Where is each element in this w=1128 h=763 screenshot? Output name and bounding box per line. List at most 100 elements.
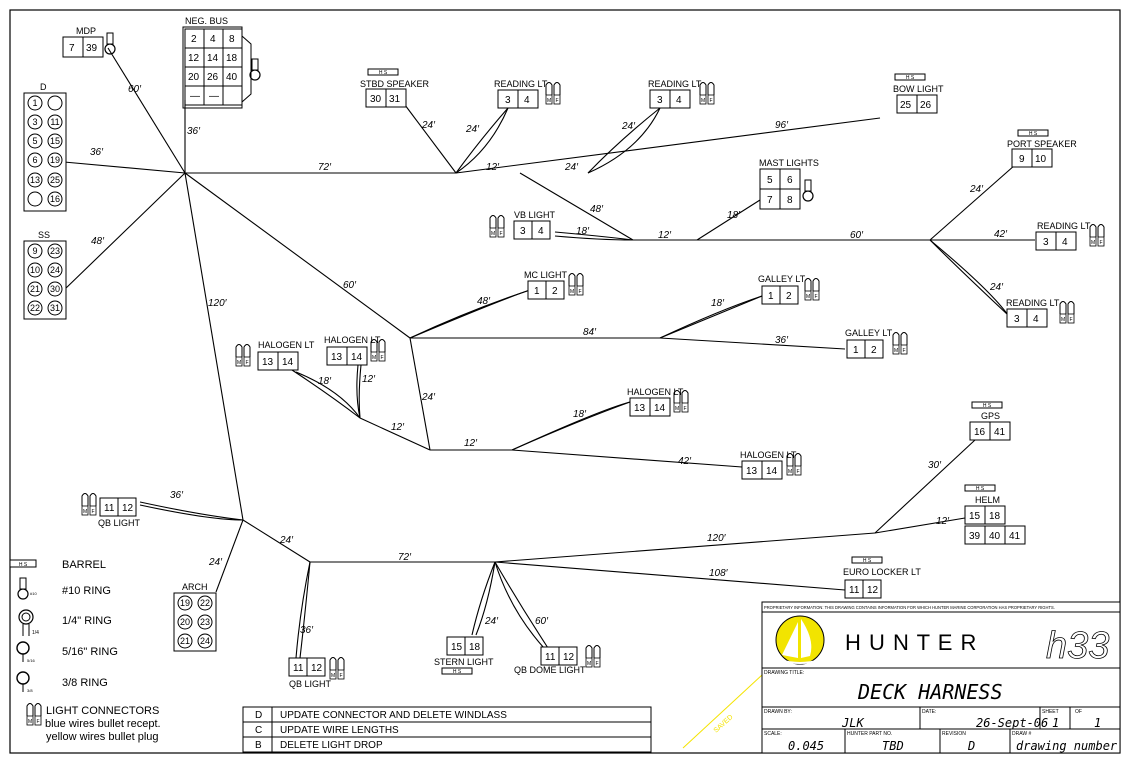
connector-qb-light-2: 11 12 QB LIGHT (288, 657, 345, 689)
svg-text:DATE:: DATE: (922, 709, 936, 715)
len-d: 36′ (90, 147, 104, 158)
ring-3-8-icon (16, 671, 30, 692)
svg-text:24: 24 (200, 636, 210, 646)
svg-text:QB DOME LIGHT: QB DOME LIGHT (514, 665, 586, 675)
svg-text:19: 19 (50, 155, 60, 165)
svg-text:30: 30 (50, 284, 60, 294)
svg-text:D: D (255, 710, 262, 721)
svg-text:BARREL: BARREL (62, 559, 106, 571)
svg-text:40: 40 (226, 72, 238, 83)
svg-text:PROPRIETARY INFORMATION: THIS: PROPRIETARY INFORMATION: THIS DRAWING CO… (764, 605, 1055, 610)
svg-text:3: 3 (657, 95, 663, 106)
svg-text:PORT SPEAKER: PORT SPEAKER (1007, 139, 1077, 149)
len-mc: 48′ (477, 296, 491, 307)
svg-text:25: 25 (50, 175, 60, 185)
connector-galley-lt-2: GALLEY LT 1 2 (845, 328, 908, 359)
svg-text:14: 14 (654, 403, 666, 414)
connector-halogen-lt-3: HALOGEN LT 13 14 (627, 387, 689, 417)
svg-text:EURO LOCKER LT: EURO LOCKER LT (843, 567, 921, 577)
svg-text:20: 20 (180, 617, 190, 627)
connector-qb-light-1: 11 12 QB LIGHT (81, 493, 141, 528)
svg-text:UPDATE CONNECTOR AND DELETE WI: UPDATE CONNECTOR AND DELETE WINDLASS (280, 710, 507, 721)
svg-text:14: 14 (207, 53, 219, 64)
svg-text:HALOGEN LT: HALOGEN LT (740, 450, 797, 460)
svg-text:1: 1 (1052, 716, 1059, 730)
connector-port-speaker: PORT SPEAKER 9 10 (1007, 129, 1077, 168)
len-vb-mast: 12′ (658, 230, 672, 241)
svg-text:16: 16 (50, 194, 60, 204)
svg-text:DRAW #: DRAW # (1012, 731, 1031, 737)
connector-galley-lt-1: GALLEY LT 1 2 (758, 274, 820, 305)
svg-text:DRAWING TITLE:: DRAWING TITLE: (764, 670, 804, 676)
len-hal-run: 12′ (464, 438, 478, 449)
svg-text:0.045: 0.045 (788, 739, 824, 753)
connector-halogen-lt-2: HALOGEN LT 13 14 (324, 335, 386, 366)
svg-text:18: 18 (226, 53, 238, 64)
connector-vb-light: VB LIGHT 3 4 (489, 210, 556, 240)
len-port-spk: 24′ (969, 184, 984, 195)
len-helm: 12′ (936, 516, 950, 527)
svg-text:24: 24 (50, 265, 60, 275)
svg-text:—: — (190, 91, 200, 102)
svg-text:22: 22 (30, 303, 40, 313)
svg-text:39: 39 (969, 531, 981, 542)
svg-text:1: 1 (1094, 716, 1101, 730)
svg-text:4: 4 (1062, 237, 1068, 248)
connector-stbd-speaker: STBD SPEAKER 30 31 (360, 68, 430, 108)
svg-text:HUNTER PART NO.: HUNTER PART NO. (847, 731, 892, 737)
svg-text:14: 14 (282, 357, 294, 368)
connector-neg-bus: NEG. BUS 2 4 8 12 14 18 20 26 40 — — (182, 16, 261, 109)
len-vb: 18′ (576, 226, 590, 237)
svg-text:31: 31 (50, 303, 60, 313)
svg-text:3: 3 (1014, 314, 1020, 325)
connector-mc-light: MC LIGHT 1 2 (524, 270, 584, 300)
svg-text:READING LT: READING LT (494, 79, 548, 89)
svg-text:3: 3 (505, 95, 511, 106)
svg-text:30: 30 (370, 94, 382, 105)
len-bow: 96′ (775, 120, 789, 131)
len-galley1: 18′ (711, 298, 725, 309)
svg-text:13: 13 (634, 403, 646, 414)
svg-text:3: 3 (32, 117, 37, 127)
len-galley2: 36′ (775, 335, 789, 346)
svg-text:UPDATE WIRE LENGTHS: UPDATE WIRE LENGTHS (280, 725, 399, 736)
len-gps: 30′ (928, 460, 942, 471)
svg-text:SAVED: SAVED (713, 714, 735, 735)
svg-text:H U N T E R: H U N T E R (845, 630, 977, 655)
svg-text:13: 13 (331, 352, 343, 363)
len-mdp: 60′ (128, 84, 142, 95)
len-arch: 24′ (208, 557, 223, 568)
revision-table: D UPDATE CONNECTOR AND DELETE WINDLASS C U… (242, 706, 652, 753)
svg-text:5: 5 (767, 175, 773, 186)
svg-text:12: 12 (867, 585, 879, 596)
svg-text:8: 8 (229, 34, 235, 45)
len-rl2: 24′ (621, 121, 636, 132)
svg-text:10: 10 (30, 265, 40, 275)
svg-text:NEG. BUS: NEG. BUS (185, 16, 228, 26)
svg-text:7: 7 (767, 195, 773, 206)
len-to-mc: 60′ (343, 280, 357, 291)
svg-text:11: 11 (104, 503, 115, 514)
svg-text:15: 15 (969, 511, 981, 522)
svg-text:MDP: MDP (76, 26, 96, 36)
svg-text:15: 15 (451, 642, 463, 653)
svg-text:BOW LIGHT: BOW LIGHT (893, 84, 944, 94)
connector-helm: HELM 15 18 39 40 41 (964, 484, 1026, 545)
svg-text:HALOGEN LT: HALOGEN LT (258, 340, 315, 350)
svg-text:21: 21 (180, 636, 190, 646)
svg-text:1/4: 1/4 (32, 630, 39, 636)
svg-text:C: C (255, 725, 262, 736)
wire-length-labels: 60′ 36′ 36′ 48′ 72′ 24′ 24′ 12′ 24′ 24′ … (90, 84, 1008, 636)
svg-text:HALOGEN LT: HALOGEN LT (324, 335, 381, 345)
svg-text:STERN LIGHT: STERN LIGHT (434, 657, 494, 667)
ring-10-icon (17, 577, 29, 600)
svg-text:STBD SPEAKER: STBD SPEAKER (360, 79, 430, 89)
svg-text:4: 4 (524, 95, 530, 106)
svg-text:20: 20 (188, 72, 200, 83)
svg-text:H S: H S (19, 562, 28, 568)
svg-text:3/8 RING: 3/8 RING (62, 677, 108, 689)
svg-text:h33: h33 (1046, 625, 1109, 667)
svg-text:TBD: TBD (882, 739, 904, 753)
len-hal1: 18′ (318, 376, 332, 387)
